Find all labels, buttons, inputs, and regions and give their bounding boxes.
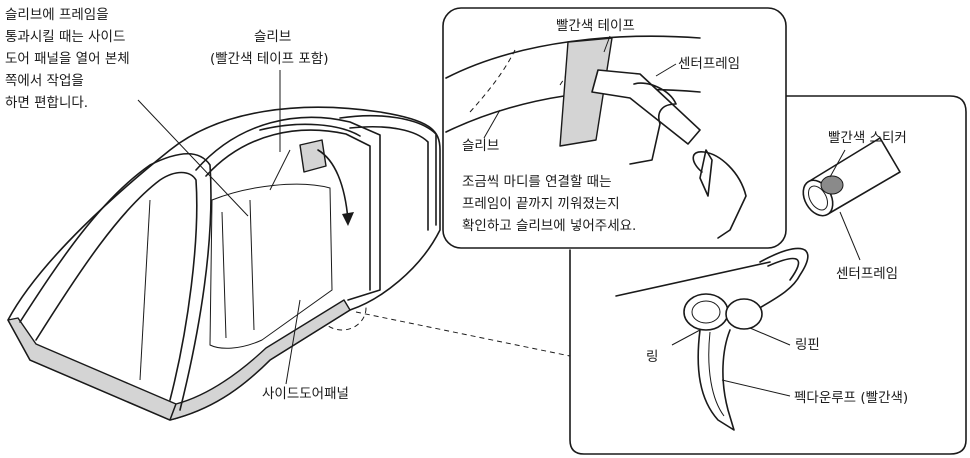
- note-line-4: 쪽에서 작업을: [5, 73, 84, 89]
- label-red-tape-top: 빨간색 테이프: [556, 18, 635, 34]
- sleeve-tip-note: 슬리브에 프레임을 통과시킬 때는 사이드 도어 패널을 열어 본체 쪽에서 작…: [5, 7, 130, 111]
- label-sleeve-red-tape: (빨간색 테이프 포함): [210, 51, 328, 67]
- label-sleeve: 슬리브: [254, 29, 291, 45]
- note-line-3: 도어 패널을 열어 본체: [5, 51, 130, 67]
- label-center-frame-top: 센터프레임: [678, 56, 740, 72]
- label-side-door-panel: 사이드도어패널: [262, 386, 349, 402]
- note-line-2: 통과시킬 때는 사이드: [5, 29, 125, 45]
- note-line-5: 하면 편합니다.: [5, 95, 88, 111]
- label-center-frame-bottom: 센터프레임: [836, 266, 898, 282]
- peg-loop-assembly: [683, 247, 809, 431]
- label-red-sticker: 빨간색 스티커: [828, 130, 907, 146]
- instruction-line-1: 조금씩 마디를 연결할 때는: [462, 174, 612, 190]
- instruction-line-3: 확인하고 슬리브에 넣어주세요.: [462, 218, 636, 234]
- note-line-1: 슬리브에 프레임을: [5, 7, 109, 23]
- label-ring: 링: [646, 349, 658, 365]
- callout-line-bottom: [355, 311, 571, 357]
- label-sleeve-top: 슬리브: [462, 138, 499, 154]
- label-peg-loop: 펙다운루프 (빨간색): [794, 390, 908, 406]
- instruction-line-2: 프레임이 끝까지 끼워졌는지: [462, 196, 620, 212]
- red-sticker-mark: [820, 175, 844, 195]
- inset-bottom-panel: 빨간색 스티커 센터프레임 링 링핀 펙다운루프 (빨간색): [569, 95, 967, 455]
- label-ring-pin: 링핀: [795, 337, 820, 353]
- tent-illustration: [7, 106, 441, 421]
- center-frame-tube: [802, 137, 901, 217]
- inset-top-panel: 빨간색 테이프 센터프레임 슬리브 조금씩 마디를 연결할 때는 프레임이 끝까…: [442, 7, 787, 249]
